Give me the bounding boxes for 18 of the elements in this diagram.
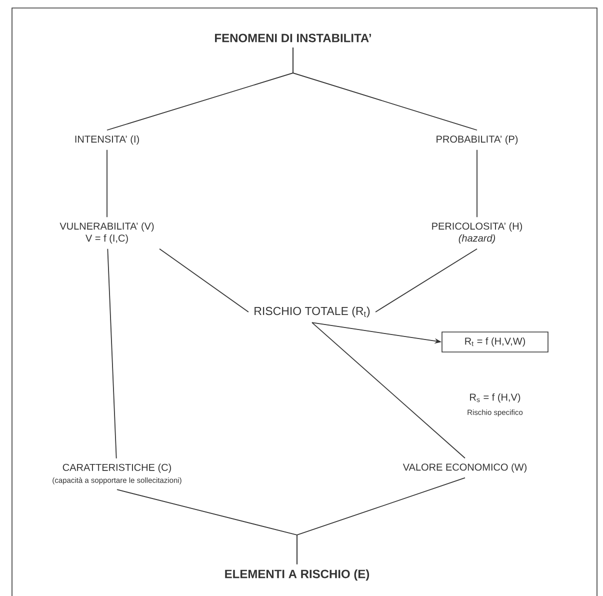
- heading-text: FENOMENI DI INSTABILITA’: [215, 34, 371, 42]
- concept-label: INTENSITA’ (I): [75, 135, 139, 145]
- connector-line: [296, 477, 466, 565]
- formula-box: R$_{t}$ = f (H,V,W): [442, 332, 548, 352]
- concept-label: RISCHIO TOTALE (R$_{t}$): [254, 306, 370, 318]
- connector-line: [312, 322, 466, 459]
- formula-label: R$_{s}$ = f (H,V): [470, 393, 520, 403]
- connector-line: [292, 46, 478, 131]
- heading-text: ELEMENTI A RISCHIO (E): [225, 569, 370, 581]
- connector-line: [106, 149, 108, 218]
- concept-label: PERICOLOSITA’ (H) (hazard): [432, 222, 522, 244]
- connector-line: [375, 248, 478, 312]
- connector-line: [159, 248, 249, 312]
- connector-line: [476, 149, 478, 218]
- concept-label: VALORE ECONOMICO (W): [402, 463, 526, 473]
- connector-line: [107, 248, 117, 459]
- concept-label: VULNERABILITA’ (V) V = f (I,C): [60, 222, 154, 244]
- concept-label: PROBABILITA’ (P): [436, 135, 518, 145]
